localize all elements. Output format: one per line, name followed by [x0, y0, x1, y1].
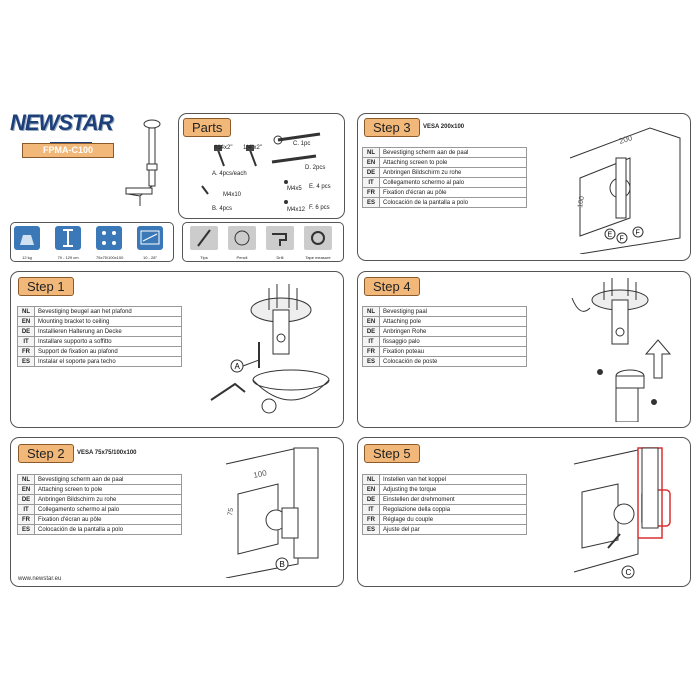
step-5-illustration: C — [573, 447, 671, 579]
part-e-size: M4x5 — [287, 186, 302, 192]
step-2-subtitle: VESA 75x75/100x100 — [77, 450, 137, 456]
step-1-callout-a: A — [235, 362, 241, 371]
parts-drawing — [201, 132, 321, 204]
parts-title: Parts — [183, 118, 232, 137]
pencil-icon — [228, 226, 256, 250]
step-2-callout-b: B — [280, 560, 285, 569]
spec-height: 79 - 129 cm — [55, 226, 91, 260]
product-drawing — [125, 119, 161, 206]
step-2-title: Step 2 — [18, 444, 74, 463]
model-badge: FPMA-C100 — [22, 143, 114, 158]
tool-pencil: Pencil — [228, 226, 256, 260]
step-4-title: Step 4 — [364, 277, 420, 296]
spec-tilt: 10 - 28° — [137, 226, 173, 260]
step-3-dim-width: 200 — [618, 133, 634, 146]
step-3-callout-f1: F — [620, 236, 624, 243]
tool-tips: Tips — [190, 226, 218, 260]
part-d-label: D. 2pcs — [305, 165, 326, 171]
drill-icon — [266, 226, 294, 250]
website-footer: www.newstar.eu — [18, 576, 62, 582]
tilt-icon — [137, 226, 163, 250]
step-3-callout-f2: F — [636, 230, 640, 237]
part-b-size: M4x10 — [223, 192, 242, 198]
tape-measure-icon — [304, 226, 332, 250]
step-5-callout-c: C — [626, 568, 632, 577]
part-c-label: C. 1pc — [293, 141, 311, 147]
step-2-dim-width: 100 — [253, 468, 268, 480]
height-icon — [55, 226, 81, 250]
step-4-illustration — [571, 278, 672, 422]
part-a-size: #14x2" — [214, 145, 233, 151]
step-3-dim-height: 100 — [577, 196, 586, 209]
tips-icon — [190, 226, 218, 250]
tool-drill: Drill — [266, 226, 294, 260]
part-f-size: M4x12 — [287, 207, 306, 213]
vesa-icon — [96, 226, 122, 250]
step-3-subtitle: VESA 200x100 — [423, 124, 465, 130]
part-a-size2: 1/4"x2" — [243, 145, 262, 151]
tool-tape: Tape measure — [304, 226, 332, 260]
step-2-dim-height: 75 — [227, 507, 235, 516]
brand-name: NEWSTAR — [10, 110, 114, 135]
step-5-title: Step 5 — [364, 444, 420, 463]
spec-vesa: 75x75/100x100 — [96, 226, 132, 260]
step-3-title: Step 3 — [364, 118, 420, 137]
part-e-label: E. 4 pcs — [309, 184, 331, 190]
part-a-label: A. 4pcs/each — [212, 171, 247, 177]
part-b-label: B. 4pcs — [212, 206, 233, 212]
spec-weight: 12 kg — [14, 226, 50, 260]
part-f-label: F. 6 pcs — [309, 205, 330, 211]
step-1-title: Step 1 — [18, 277, 74, 296]
step-3-callout-e: E — [608, 232, 613, 239]
weight-icon — [14, 226, 40, 250]
step-1-illustration: A — [210, 284, 330, 414]
step-3-illustration: 200 100 E F F — [569, 127, 681, 254]
step-2-illustration: 100 75 B — [225, 447, 319, 578]
